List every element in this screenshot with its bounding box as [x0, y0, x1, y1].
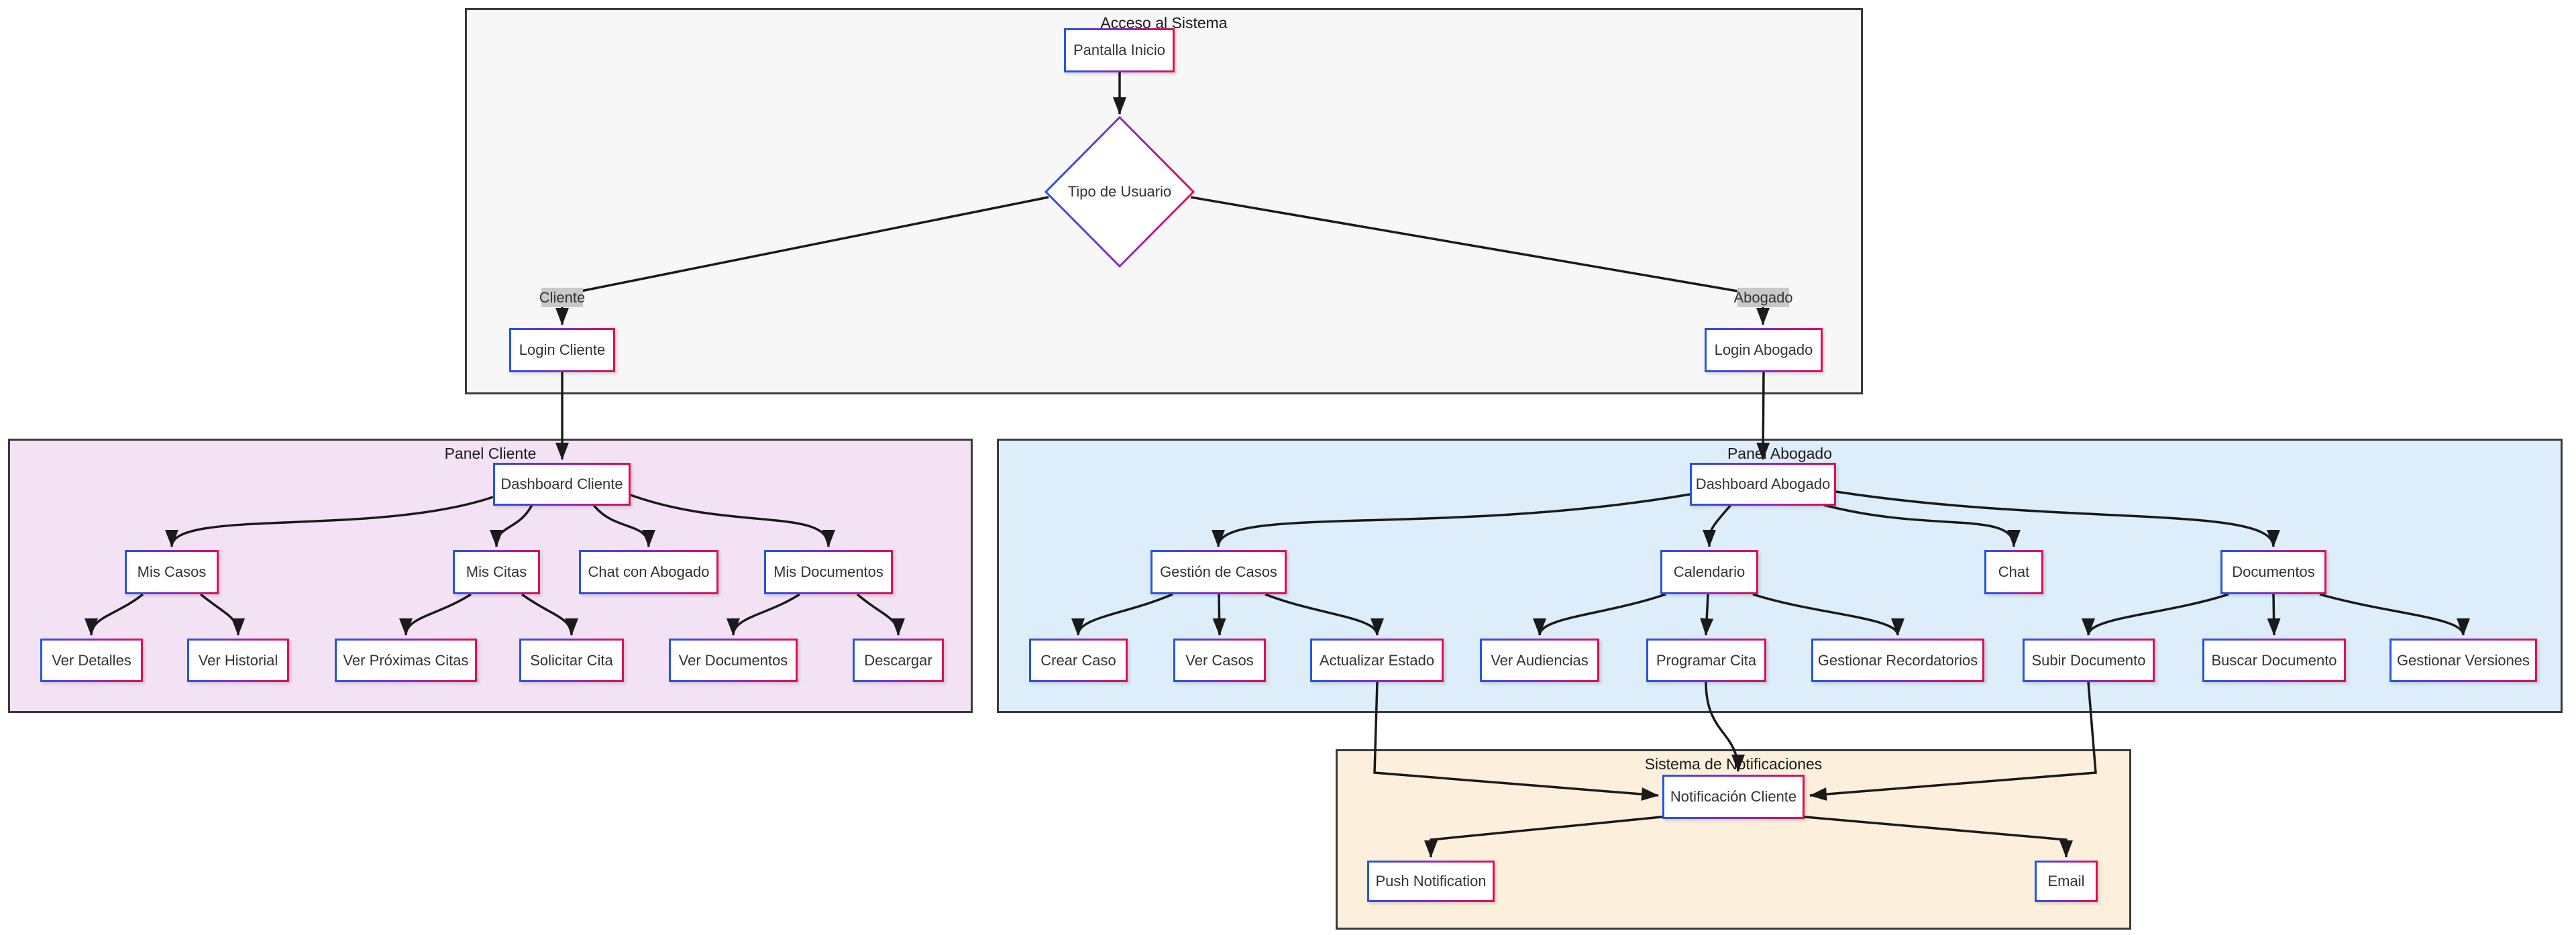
node-ver-detalles: Ver Detalles: [40, 639, 143, 682]
node-programar-cita: Programar Cita: [1646, 639, 1766, 682]
node-calendario: Calendario: [1660, 550, 1758, 594]
node-notificacion-cliente: Notificación Cliente: [1662, 775, 1805, 819]
node-documentos: Documentos: [2220, 550, 2326, 594]
node-chat-con-abogado: Chat con Abogado: [579, 550, 718, 594]
node-push-notification: Push Notification: [1367, 861, 1495, 902]
node-solicitar-cita: Solicitar Cita: [519, 639, 624, 682]
node-dashboard-cliente: Dashboard Cliente: [493, 463, 631, 506]
cluster-title-panel-abogado: Panel Abogado: [1727, 445, 1833, 462]
node-pantalla-inicio: Pantalla Inicio: [1064, 28, 1175, 72]
edge-label-cliente: Cliente: [539, 288, 585, 307]
node-gestionar-recordatorios: Gestionar Recordatorios: [1811, 639, 1984, 682]
node-ver-casos: Ver Casos: [1173, 639, 1266, 682]
node-login-cliente: Login Cliente: [509, 328, 615, 372]
node-subir-documento: Subir Documento: [2023, 639, 2155, 682]
node-descargar: Descargar: [853, 639, 944, 682]
node-tipo-usuario-label: Tipo de Usuario: [1067, 183, 1172, 200]
node-mis-citas: Mis Citas: [453, 550, 540, 594]
node-buscar-documento: Buscar Documento: [2202, 639, 2346, 682]
edge-label-abogado: Abogado: [1733, 288, 1793, 307]
node-gestionar-versiones: Gestionar Versiones: [2390, 639, 2537, 682]
node-actualizar-estado: Actualizar Estado: [1310, 639, 1444, 682]
node-chat: Chat: [1984, 550, 2043, 594]
node-ver-proximas-citas: Ver Próximas Citas: [335, 639, 477, 682]
node-ver-audiencias: Ver Audiencias: [1480, 639, 1599, 682]
node-dashboard-abogado: Dashboard Abogado: [1690, 463, 1836, 506]
node-login-abogado: Login Abogado: [1705, 328, 1823, 372]
node-ver-documentos: Ver Documentos: [669, 639, 798, 682]
node-mis-documentos: Mis Documentos: [764, 550, 893, 594]
cluster-title-panel-cliente: Panel Cliente: [444, 445, 537, 462]
node-gestion-de-casos: Gestión de Casos: [1150, 550, 1287, 594]
node-crear-caso: Crear Caso: [1029, 639, 1128, 682]
node-email: Email: [2035, 861, 2098, 902]
cluster-title-notificaciones: Sistema de Notificaciones: [1644, 755, 1823, 773]
node-mis-casos: Mis Casos: [125, 550, 219, 594]
node-ver-historial: Ver Historial: [187, 639, 289, 682]
